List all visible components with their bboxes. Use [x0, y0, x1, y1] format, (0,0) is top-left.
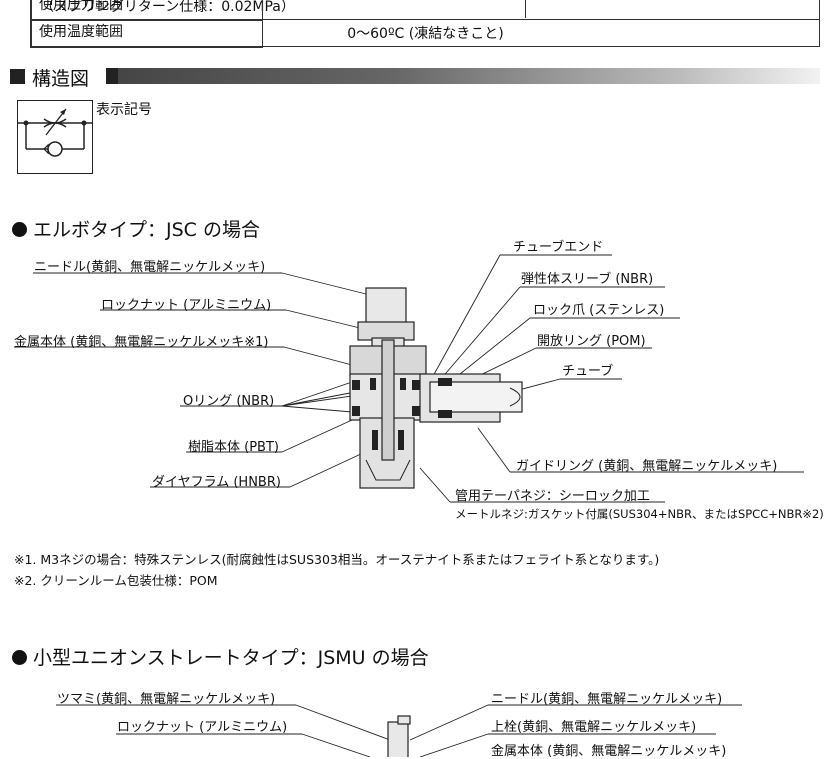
label-locknut-straight: ロックナット (アルミニウム): [117, 720, 288, 735]
footnote-1: ※1. M3ネジの場合：特殊ステンレス(耐腐蝕性はSUS303相当。オーステナイ…: [14, 552, 660, 567]
table-cell-label: 使用温度範囲: [30, 19, 263, 48]
table-divider: [525, 0, 526, 18]
section-gradient-square: [106, 68, 118, 84]
label-guide-ring: ガイドリング (黄銅、無電解ニッケルメッキ): [516, 459, 778, 474]
elbow-heading: エルボタイプ：JSC の場合: [12, 215, 260, 242]
label-lock-claw: ロック爪 (ステンレス): [533, 303, 665, 318]
section-square-icon: [10, 69, 25, 84]
bullet-icon: [12, 650, 27, 665]
label-metric-thread: メートルネジ:ガスケット付属(SUS304+NBR、またはSPCC+NBR※2): [455, 507, 824, 521]
label-tube: チューブ: [562, 364, 614, 379]
straight-heading-text: 小型ユニオンストレートタイプ：JSMU の場合: [33, 647, 429, 669]
label-metal-body-straight: 金属本体 (黄銅、無電解ニッケルメッキ): [491, 744, 727, 759]
label-needle-straight: ニードル(黄銅、無電解ニッケルメッキ): [491, 692, 723, 707]
section-header: 構造図: [10, 67, 820, 90]
label-resin-body: 樹脂本体 (PBT): [188, 440, 279, 455]
flow-control-symbol-icon: [17, 100, 93, 174]
table-row: 使用温度範囲 0～60ºC (凍結なきこと): [30, 19, 821, 48]
label-upper-plug: 上栓(黄銅、無電解ニッケルメッキ): [491, 720, 697, 735]
label-needle: ニードル(黄銅、無電解ニッケルメッキ): [34, 260, 266, 275]
label-locknut: ロックナット (アルミニウム): [101, 298, 272, 313]
straight-heading: 小型ユニオンストレートタイプ：JSMU の場合: [12, 643, 429, 670]
spec-table: 使用圧力範囲 （スプリングリターン仕様：0.02MPa） 使用温度範囲 0～60…: [30, 0, 821, 48]
label-oring: Oリング (NBR): [183, 394, 275, 409]
symbol-label: 表示記号: [96, 102, 152, 118]
bullet-icon: [12, 222, 27, 237]
label-tube-end: チューブエンド: [513, 240, 604, 255]
label-release-ring: 開放リング (POM): [537, 334, 646, 349]
section-gradient-bar: [106, 68, 820, 84]
label-knob: ツマミ(黄銅、無電解ニッケルメッキ): [57, 692, 276, 707]
label-diaphragm: ダイヤフラム (HNBR): [152, 475, 281, 490]
section-title: 構造図: [32, 68, 90, 90]
pressure-value: （スプリングリターン仕様：0.02MPa）: [39, 0, 295, 15]
label-elastic-sleeve: 弾性体スリーブ (NBR): [521, 272, 654, 287]
label-metal-body: 金属本体 (黄銅、無電解ニッケルメッキ※1): [14, 335, 269, 350]
footnote-2: ※2. クリーンルーム包装仕様：POM: [14, 573, 218, 588]
table-cell-value: 0～60ºC (凍結なきこと): [30, 19, 821, 47]
elbow-heading-text: エルボタイプ：JSC の場合: [33, 219, 260, 241]
label-taper-thread: 管用テーパネジ：シーロック加工: [455, 489, 650, 504]
